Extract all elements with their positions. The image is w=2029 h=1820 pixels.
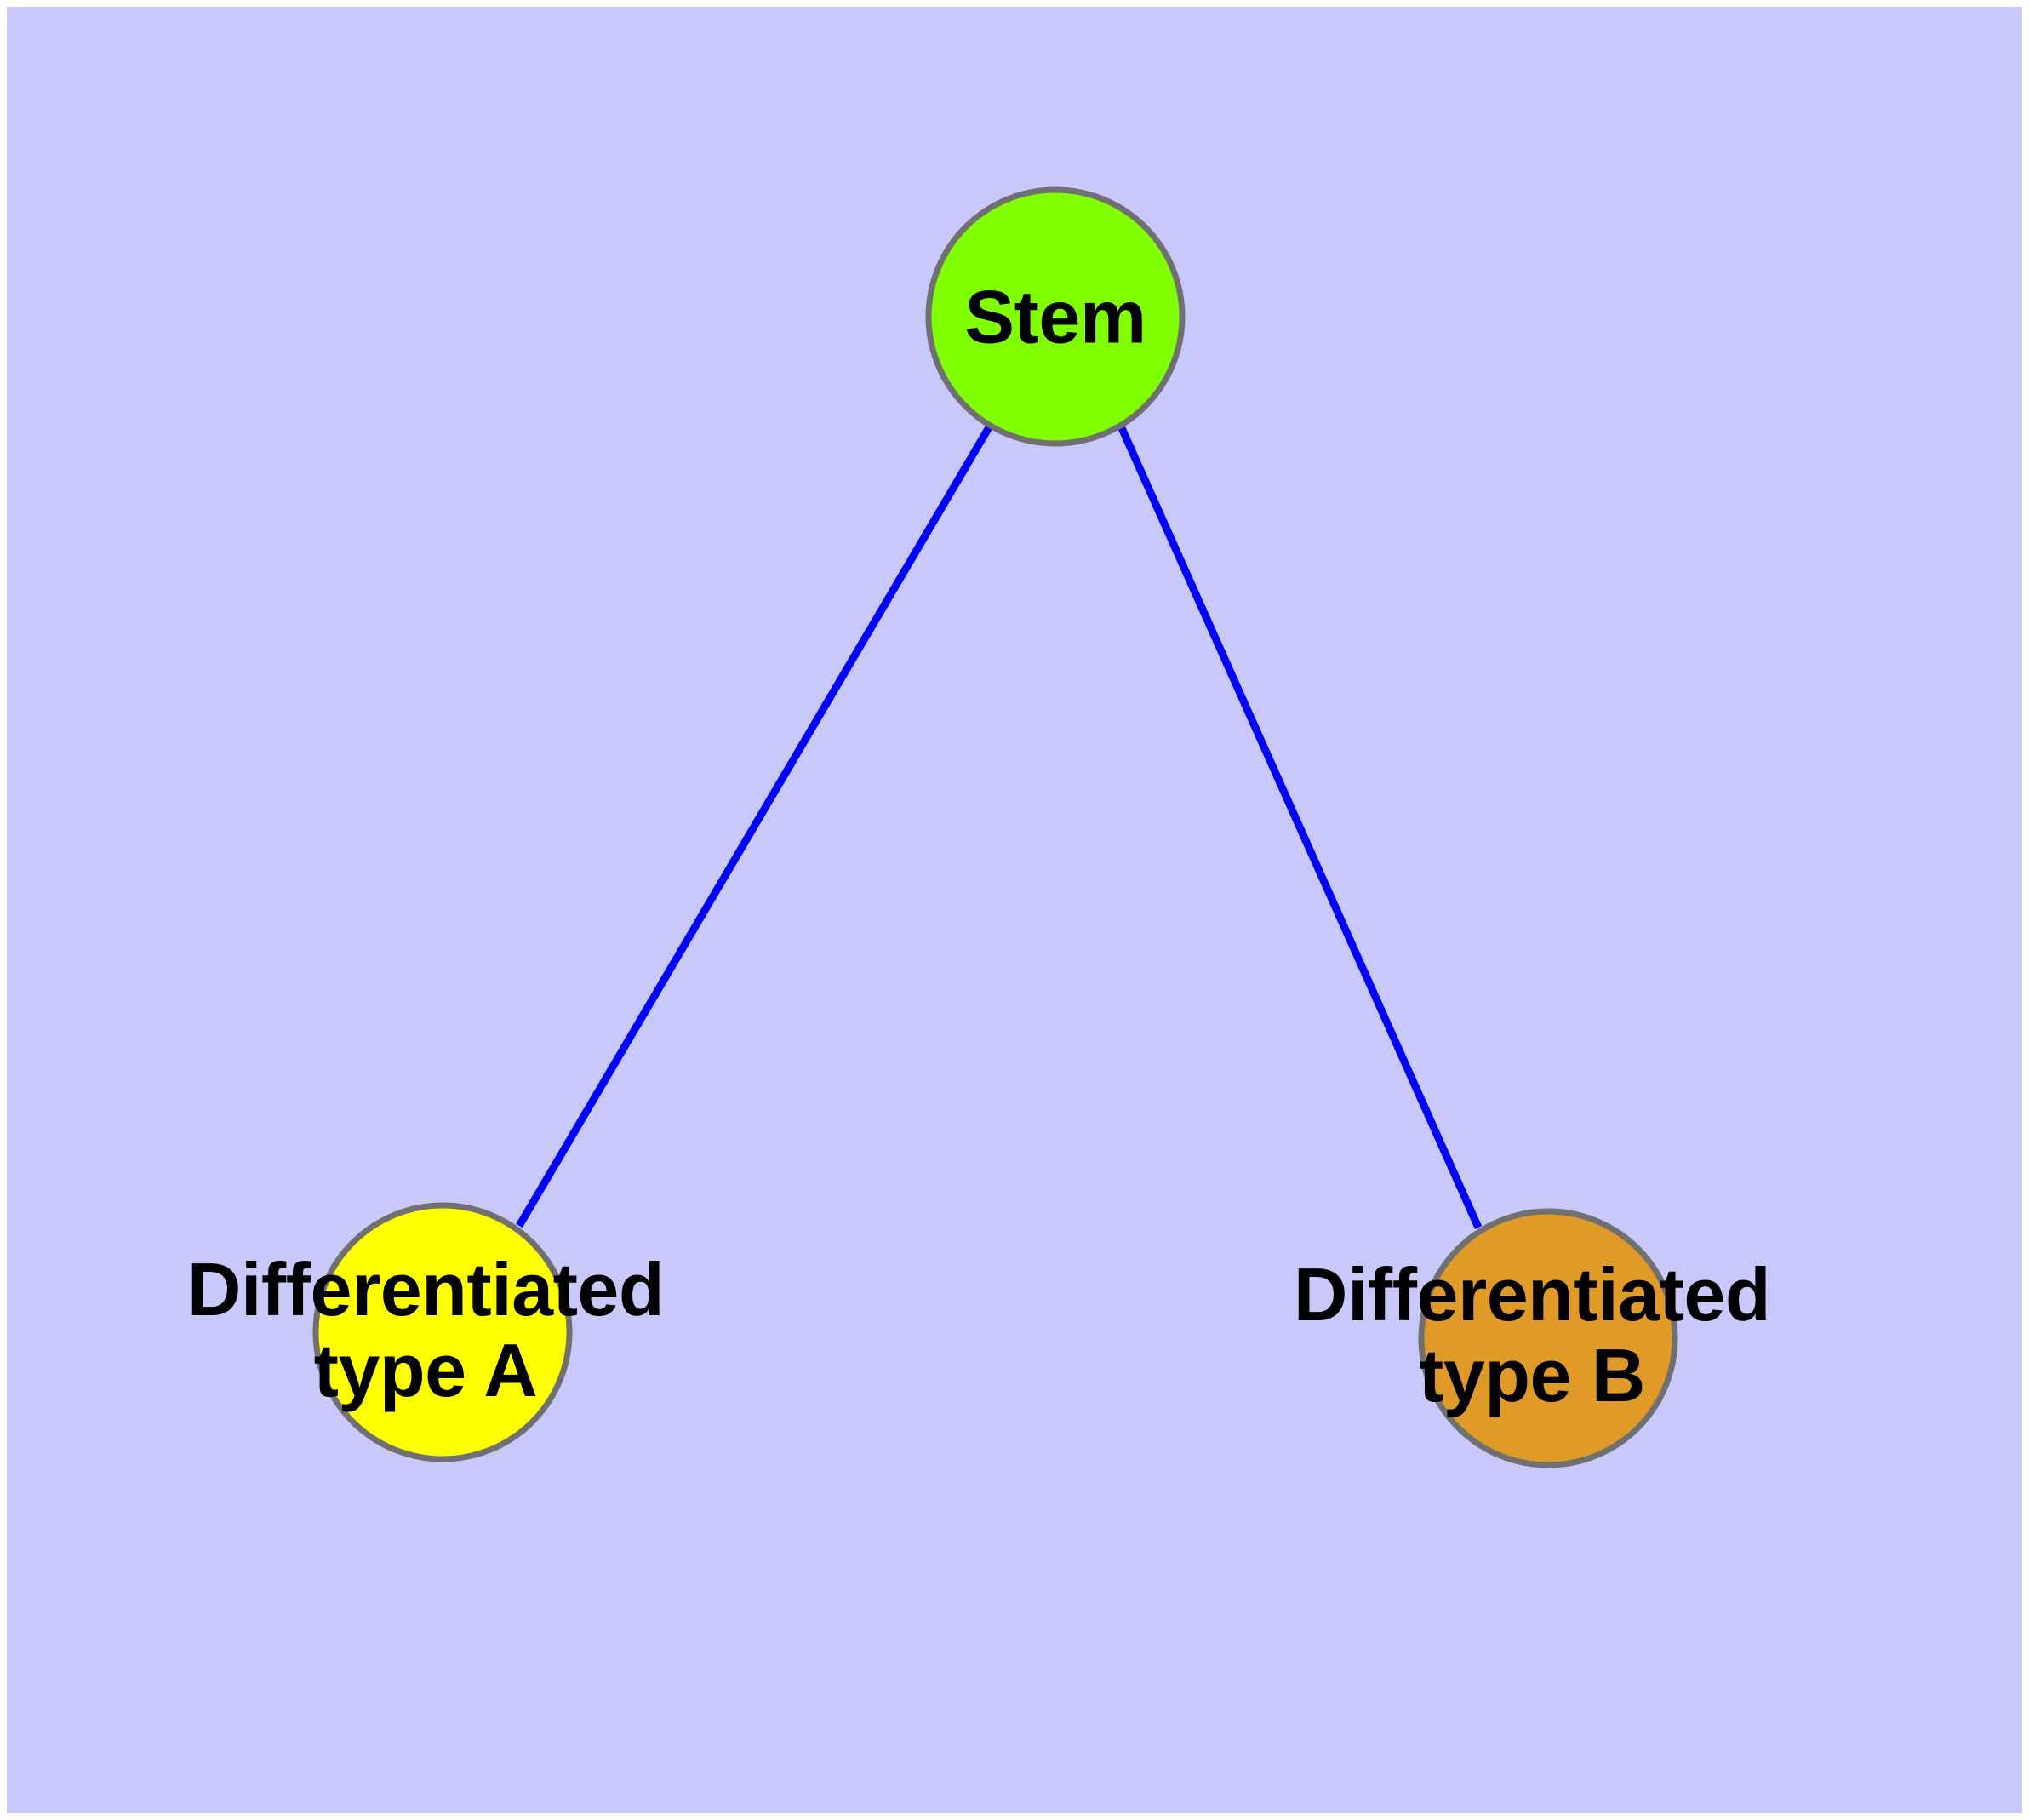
edge-layer [516, 425, 1483, 1229]
node-differentiated-type-a[interactable] [312, 1202, 573, 1462]
edge-stem-to-differentiated-type-b[interactable] [1117, 426, 1483, 1229]
edge-stem-to-differentiated-type-a[interactable] [516, 425, 992, 1228]
node-stem[interactable] [925, 186, 1186, 447]
node-differentiated-type-b[interactable] [1418, 1208, 1678, 1468]
node-layer [312, 186, 1678, 1468]
